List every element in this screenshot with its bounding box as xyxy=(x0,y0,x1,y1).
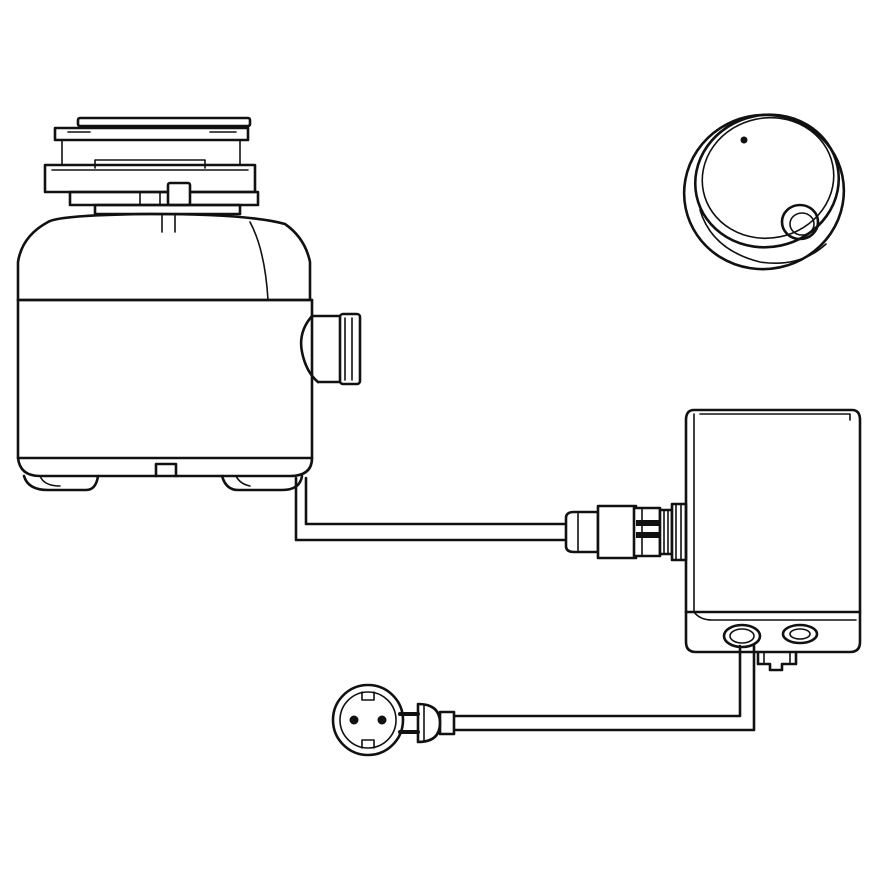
motor-cable-connector xyxy=(564,502,688,562)
power-cable xyxy=(450,644,756,732)
food-waste-disposer-icon xyxy=(16,116,362,492)
cable-gland xyxy=(722,623,762,649)
mounting-clip xyxy=(756,650,798,672)
sink-flange xyxy=(43,116,260,233)
control-box-icon xyxy=(684,408,862,672)
receiver-button xyxy=(781,623,819,645)
remote-push-button xyxy=(780,203,820,241)
power-socket-icon xyxy=(331,683,405,757)
motor-cable xyxy=(294,476,570,542)
motor-housing xyxy=(16,212,314,492)
power-plug-icon xyxy=(398,702,456,744)
remote-indicator-led xyxy=(740,136,748,144)
wireless-remote-button-icon xyxy=(682,113,846,271)
discharge-outlet xyxy=(299,312,362,386)
